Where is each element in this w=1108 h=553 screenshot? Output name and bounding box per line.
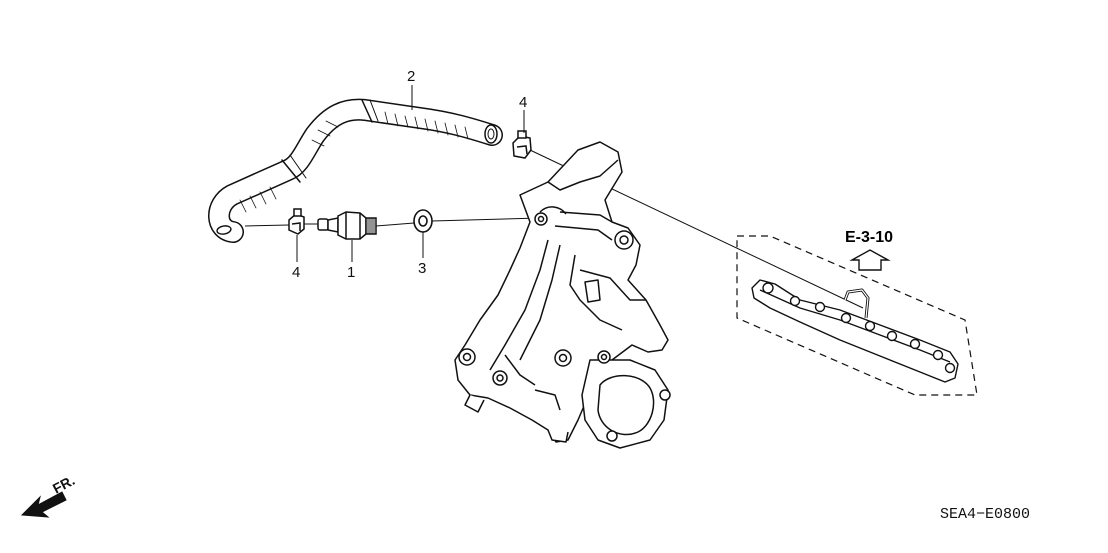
fuel-rail-reference <box>736 235 978 396</box>
callout-1: 1 <box>347 264 355 281</box>
hose-clamp-lower <box>288 208 305 235</box>
front-direction-label: FR. <box>50 472 77 497</box>
intake-manifold <box>454 141 671 449</box>
sealing-washer <box>413 209 433 233</box>
callout-4-upper: 4 <box>519 94 527 111</box>
pcv-valve <box>317 211 377 240</box>
hose-clamp-upper <box>512 130 532 159</box>
callout-3: 3 <box>418 260 426 277</box>
reference-arrow-icon <box>849 249 891 271</box>
front-direction-arrow-icon <box>20 491 67 518</box>
breather-hose <box>208 98 503 243</box>
diagram-code: SEA4−E0800 <box>940 506 1030 523</box>
fuel-rail <box>751 279 959 383</box>
callout-4-lower: 4 <box>292 264 300 281</box>
callout-2: 2 <box>407 68 415 85</box>
reference-label[interactable]: E-3-10 <box>845 229 893 246</box>
